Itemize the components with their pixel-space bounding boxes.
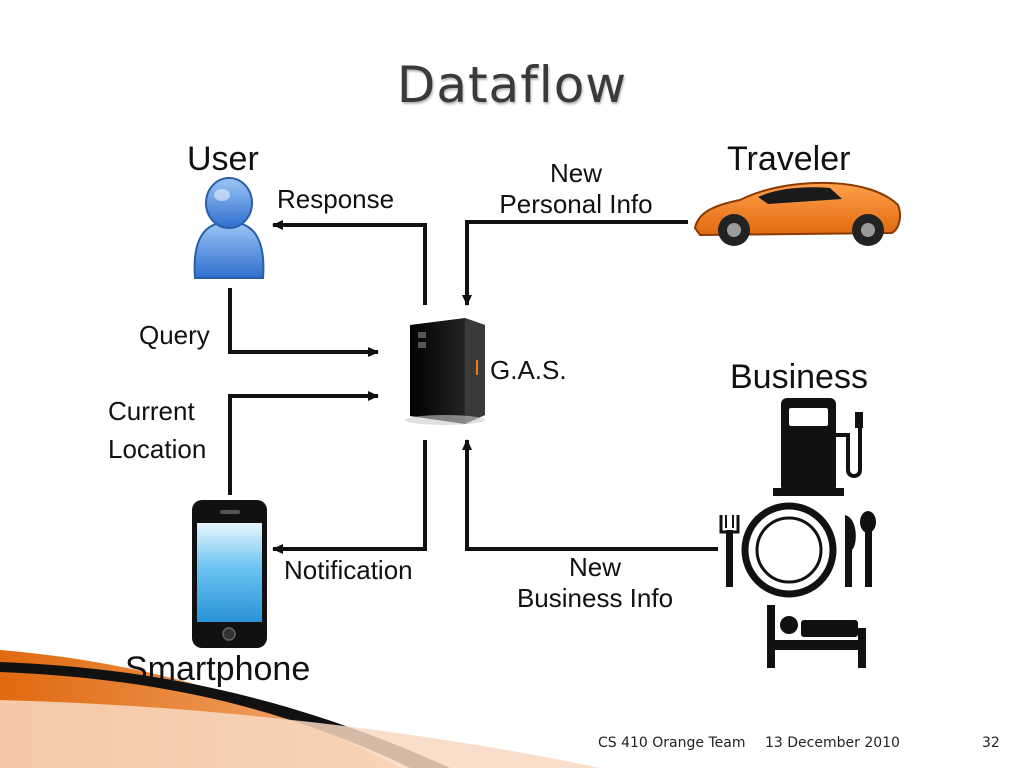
arrow-new-business-info [462,439,718,551]
sports-car-icon [693,181,901,246]
decorative-swoosh [0,650,600,768]
entity-traveler-label: Traveler [727,140,851,178]
footer-date: 13 December 2010 [765,735,900,751]
flow-new-business-info-label: New Business Info [490,552,700,614]
arrow-new-personal-info [462,220,688,306]
flow-new-personal-info-line-2: Personal Info [499,189,653,219]
connector-lines [228,220,718,554]
entity-smartphone-label: Smartphone [125,650,311,688]
entity-business-label: Business [730,358,868,396]
bed-icon [767,605,866,668]
flow-query-label: Query [139,320,210,350]
footer-page-number: 32 [982,735,1000,751]
flow-new-business-info-line-2: Business Info [516,583,674,613]
flow-current-location-line-2: Location [108,434,207,464]
server-tower-icon [405,318,485,425]
flow-notification-label: Notification [284,555,413,585]
flow-current-location-label: Current Location [108,392,206,468]
user-person-icon [193,177,265,279]
plate-cutlery-icon [719,502,876,598]
smartphone-icon [192,500,267,648]
flow-new-personal-info-line-1: New [549,158,602,188]
flow-response-label: Response [277,184,395,214]
flow-new-personal-info-label: New Personal Info [476,158,676,220]
flow-new-business-info-line-1: New [568,552,621,582]
arrow-query [228,288,379,357]
arrow-notification [272,440,427,554]
entity-user-label: User [187,140,259,178]
footer-team: CS 410 Orange Team [598,735,746,751]
arrow-response [272,220,427,305]
gas-pump-icon [773,398,863,496]
server-gas-label: G.A.S. [490,355,567,385]
slide-title: Dataflow [396,56,628,114]
arrow-current-location [228,391,379,495]
flow-current-location-line-1: Current [108,396,195,426]
